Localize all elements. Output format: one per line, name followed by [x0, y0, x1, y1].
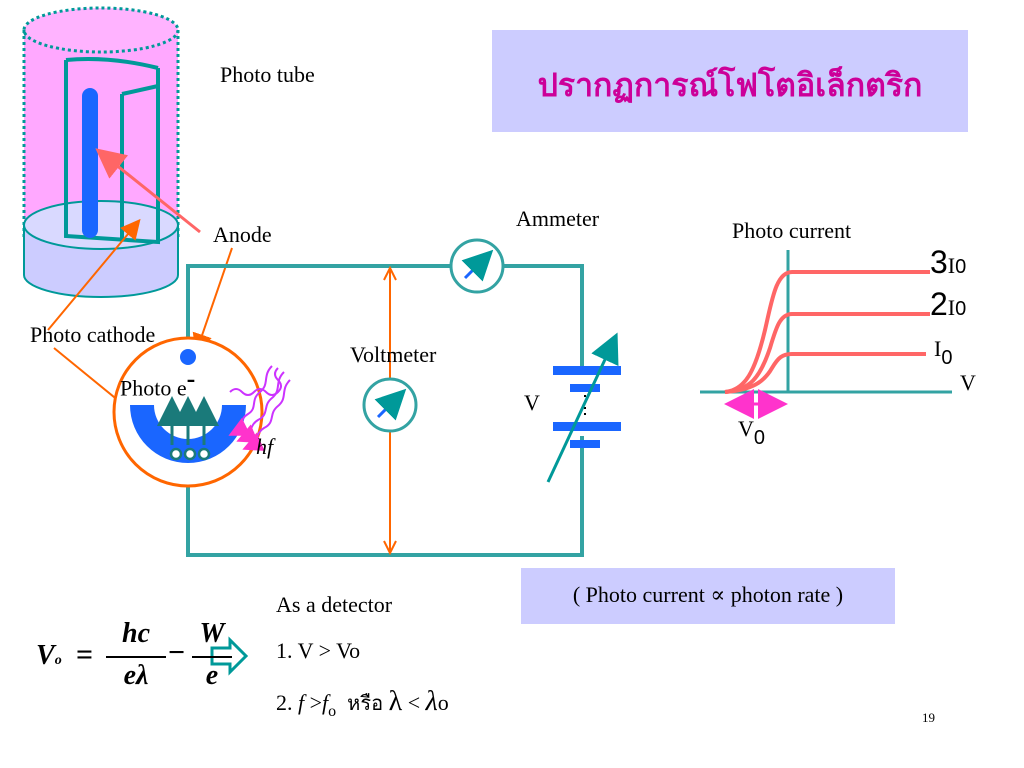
cond2-f0: f: [322, 690, 329, 715]
photo-electron-charge: -: [186, 364, 196, 393]
curve-label-2i0-sym: I: [947, 295, 956, 320]
formula-fraction-bar-2: [192, 656, 232, 658]
ammeter-icon: [449, 238, 505, 294]
photo-tube: [22, 6, 180, 298]
detector-condition-2: 2. f >fo หรือ λ < λo: [276, 686, 449, 720]
curve-label-3i0-coef: 3: [930, 244, 948, 280]
cond2-lambda0: λ: [425, 686, 438, 717]
formula-lhs: Vo: [36, 640, 62, 672]
formula-fraction-bar-1: [106, 656, 166, 658]
cond2-gt: >: [309, 690, 323, 715]
proportionality-note: ( Photo current ∝ photon rate ): [572, 582, 844, 607]
curve-label-2i0-coef: 2: [930, 286, 948, 322]
formula-num1: hc: [122, 618, 150, 649]
anode-rod: [82, 88, 98, 238]
voltmeter-icon: [362, 377, 418, 433]
curve-label-2i0: 2I0: [930, 286, 966, 323]
photo-tube-label: Photo tube: [220, 62, 315, 87]
curve-i0: [724, 352, 926, 394]
detector-condition-1: 1. V > Vo: [276, 638, 361, 663]
curve-label-i0-sym: I: [934, 336, 942, 361]
curve-label-i0: I0: [934, 336, 952, 369]
photocurrent-graph: [700, 250, 952, 419]
curve-label-i0-sub: 0: [941, 347, 953, 369]
photocell: [112, 336, 264, 488]
page-number: 19: [922, 710, 935, 725]
v0-label: V0: [738, 416, 765, 449]
photo-cathode-label: Photo cathode: [30, 322, 156, 347]
cathode-pointer-arrow-top: [47, 218, 141, 331]
cond2-prefix: 2.: [276, 690, 293, 715]
proportionality-note-box: ( Photo current ∝ photon rate ): [521, 568, 895, 624]
x-axis-label: V: [960, 370, 976, 395]
cond2-lt: <: [407, 690, 421, 715]
voltmeter-arrow-up: [383, 265, 397, 281]
page-title: ปรากฏการณ์โฟโตอิเล็กตริก: [537, 66, 923, 104]
circuit-wires: [186, 264, 584, 557]
title-box: ปรากฏการณ์โฟโตอิเล็กตริก: [492, 30, 968, 132]
battery-voltage-label: V: [524, 390, 540, 415]
formula-den1: eλ: [123, 660, 149, 691]
formula-minus: −: [168, 636, 186, 669]
curve-label-3i0: 3I0: [930, 244, 966, 281]
voltmeter-arrow-down: [383, 540, 397, 556]
curve-label-2i0-sub: 0: [955, 298, 967, 320]
formula-lhs-sub: o: [54, 653, 62, 668]
anode-dot: [180, 349, 196, 365]
stopping-voltage-formula: Vo = hc eλ − W e: [36, 618, 232, 698]
formula-lhs-v: V: [36, 640, 55, 671]
photon-waves: [228, 365, 291, 451]
hf-label: hf: [256, 434, 274, 459]
curve-label-3i0-sub: 0: [955, 256, 967, 278]
anode-pointer-arrow-bottom: [192, 247, 233, 354]
photo-current-label: Photo current: [732, 218, 852, 243]
anode-pointer-arrow: [95, 148, 201, 234]
voltmeter-label: Voltmeter: [350, 342, 437, 367]
cond2-f0-sub: o: [328, 703, 337, 720]
cond2-lambda: λ: [388, 686, 403, 717]
v0-sym: V: [738, 416, 754, 441]
formula-equals: =: [76, 638, 94, 671]
cond2-or: หรือ: [347, 691, 384, 715]
formula-den2: e: [205, 660, 219, 691]
anode-label: Anode: [213, 222, 272, 247]
v0-sub: 0: [753, 427, 766, 449]
detector-heading: As a detector: [276, 592, 393, 617]
photo-electron-text: Photo e: [120, 375, 187, 401]
variable-battery-icon: [546, 332, 621, 483]
photo-electron-label: Photo e-: [120, 364, 195, 401]
cond2-lambda0-sub: o: [437, 690, 449, 715]
cond2-f: f: [298, 690, 305, 715]
curve-3i0: [724, 270, 930, 394]
ammeter-label: Ammeter: [516, 206, 600, 231]
formula-num2: W: [199, 618, 225, 649]
curve-label-3i0-sym: I: [947, 253, 956, 278]
